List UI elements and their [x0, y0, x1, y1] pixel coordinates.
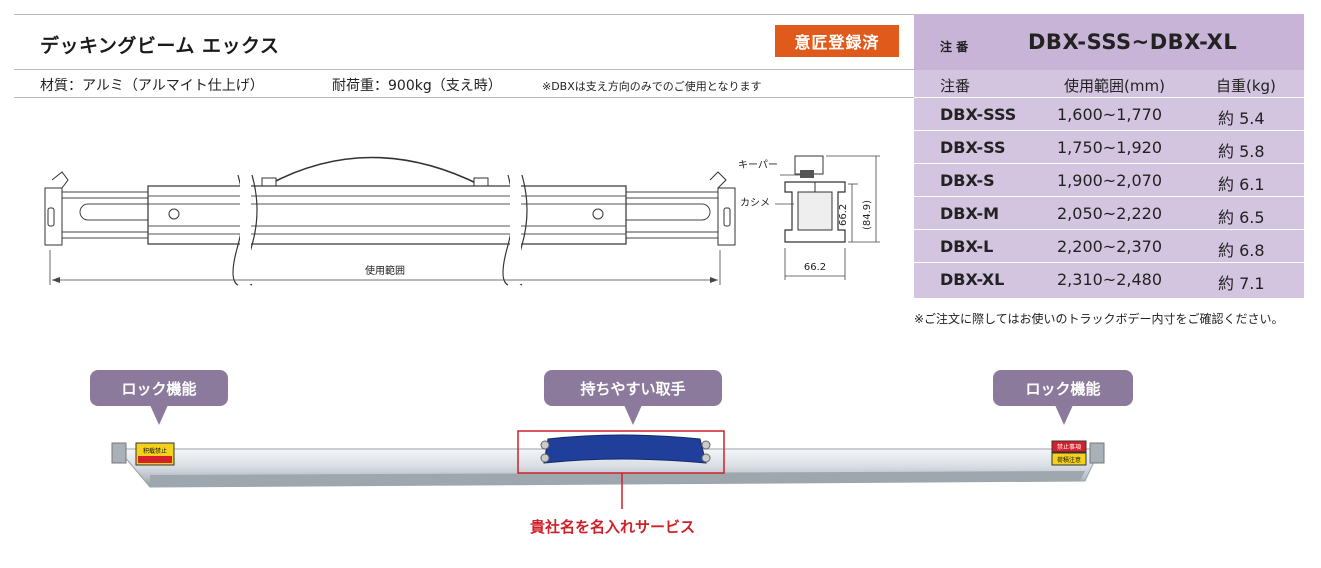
- callout-lock-right: ロック機能: [993, 370, 1133, 406]
- column-header-range: 使用範囲(mm): [1064, 77, 1165, 95]
- row-model: DBX-SSS: [940, 105, 1017, 124]
- callout-lock-left: ロック機能: [90, 370, 228, 406]
- dim-height-label: 66.2: [838, 204, 849, 226]
- kashime-label: カシメ: [740, 197, 770, 209]
- end-lock-left: [111, 442, 127, 464]
- keeper-label: キーパー: [738, 159, 778, 171]
- beam-body: [147, 185, 627, 245]
- row-weight: 約 6.5: [1218, 208, 1265, 227]
- end-slot-right: [723, 207, 731, 227]
- table-row: DBX-SSS 1,600~1,770 約 5.4: [914, 98, 1304, 131]
- callout-tail: [1055, 405, 1073, 425]
- table-row: DBX-XL 2,310~2,480 約 7.1: [914, 263, 1304, 296]
- title-bar: デッキングビーム エックス 意匠登録済: [14, 14, 914, 70]
- dim-width-label: 66.2: [804, 262, 826, 273]
- handle-arc: [267, 156, 481, 186]
- range-label: 使用範囲: [365, 264, 405, 277]
- row-range: 2,050~2,220: [1057, 204, 1163, 223]
- row-model: DBX-XL: [940, 270, 1005, 289]
- table-row: DBX-SS 1,750~1,920 約 5.8: [914, 131, 1304, 164]
- column-header-weight: 自重(kg): [1216, 77, 1276, 95]
- callout-tail: [624, 405, 642, 425]
- keeper-knob: [800, 170, 814, 178]
- table-note: ※ご注文に際してはお使いのトラックボデー内寸をご確認ください。: [914, 312, 1284, 326]
- row-weight: 約 6.8: [1218, 241, 1265, 260]
- table-row: DBX-L 2,200~2,370 約 6.8: [914, 230, 1304, 263]
- table-head-range: DBX-SSS~DBX-XL: [1028, 30, 1238, 54]
- sticker-right-top-bg: [1051, 440, 1087, 453]
- dim-arrow: [52, 277, 60, 283]
- sticker-right-bottom-bg: [1051, 452, 1087, 466]
- sticker-left: 积载禁止: [135, 442, 175, 466]
- product-photo: 积载禁止 禁止事項 荷積注意: [111, 430, 1105, 509]
- row-range: 2,310~2,480: [1057, 270, 1163, 289]
- row-range: 1,750~1,920: [1057, 138, 1163, 157]
- sticker-right-top-text: 禁止事項: [1057, 443, 1081, 451]
- break-gap-right: [510, 176, 521, 284]
- row-weight: 約 6.1: [1218, 175, 1265, 194]
- cross-section: キーパー カシメ 66.2 (84.9) 66.2: [738, 155, 880, 280]
- row-model: DBX-M: [940, 204, 1000, 223]
- handle-strap: [543, 434, 707, 464]
- spec-load: 耐荷重：900kg（支え時）: [332, 78, 502, 94]
- row-model: DBX-L: [940, 237, 994, 256]
- lock-lever-left: [51, 171, 69, 189]
- profile-core: [797, 191, 833, 231]
- table-column-headers: 注番 使用範囲(mm) 自重(kg): [914, 70, 1304, 98]
- sticker-right-bottom-text: 荷積注意: [1057, 456, 1081, 464]
- spec-line: 材質：アルミ（アルマイト仕上げ） 耐荷重：900kg（支え時） ※DBXは支え方…: [14, 70, 914, 98]
- name-area-highlight: [517, 430, 725, 474]
- table-row: DBX-M 2,050~2,220 約 6.5: [914, 197, 1304, 230]
- end-lock-right: [1089, 442, 1105, 464]
- design-registered-badge: 意匠登録済: [775, 25, 899, 57]
- strap-rivet: [701, 440, 711, 450]
- row-model: DBX-S: [940, 171, 995, 190]
- dim-arrow: [710, 277, 718, 283]
- end-slot-left: [47, 207, 55, 227]
- sticker-left-text: 积载禁止: [143, 447, 167, 455]
- table-head: 注 番 DBX-SSS~DBX-XL: [914, 14, 1304, 70]
- row-range: 1,900~2,070: [1057, 171, 1163, 190]
- technical-drawing: 使用範囲 キーパー カシメ 66.2 (84.9) 66.2: [44, 155, 880, 286]
- strap-rivet: [540, 440, 550, 450]
- handle-bracket-left: [261, 177, 277, 187]
- strap-rivet: [701, 453, 711, 463]
- callout-handle: 持ちやすい取手: [544, 370, 722, 406]
- row-weight: 約 7.1: [1218, 274, 1265, 293]
- column-header-model: 注番: [940, 77, 971, 95]
- rivet-right: [592, 208, 604, 220]
- break-gap-left: [240, 176, 251, 284]
- sticker-left-strip: [138, 456, 172, 463]
- lock-lever-right: [709, 171, 727, 189]
- row-weight: 約 5.4: [1218, 109, 1265, 128]
- strap-rivet: [540, 453, 550, 463]
- row-range: 1,600~1,770: [1057, 105, 1163, 124]
- spec-note: ※DBXは支え方向のみでのご使用となります: [542, 80, 762, 93]
- table-row: DBX-S 1,900~2,070 約 6.1: [914, 164, 1304, 197]
- row-weight: 約 5.8: [1218, 142, 1265, 161]
- beam-photo-shadow: [150, 471, 1085, 487]
- table-head-label: 注 番: [940, 40, 969, 54]
- spec-table: 注 番 DBX-SSS~DBX-XL 注番 使用範囲(mm) 自重(kg) DB…: [914, 14, 1304, 298]
- row-range: 2,200~2,370: [1057, 237, 1163, 256]
- dim-total-height-label: (84.9): [862, 200, 873, 230]
- name-service-label: 貴社名を名入れサービス: [530, 518, 696, 536]
- row-model: DBX-SS: [940, 138, 1006, 157]
- spec-material: 材質：アルミ（アルマイト仕上げ）: [40, 78, 264, 94]
- sticker-right: 禁止事項 荷積注意: [1051, 440, 1087, 466]
- rivet-left: [168, 208, 180, 220]
- callout-tail: [150, 405, 168, 425]
- handle-bracket-right: [473, 177, 489, 187]
- product-title: デッキングビーム エックス: [40, 35, 280, 57]
